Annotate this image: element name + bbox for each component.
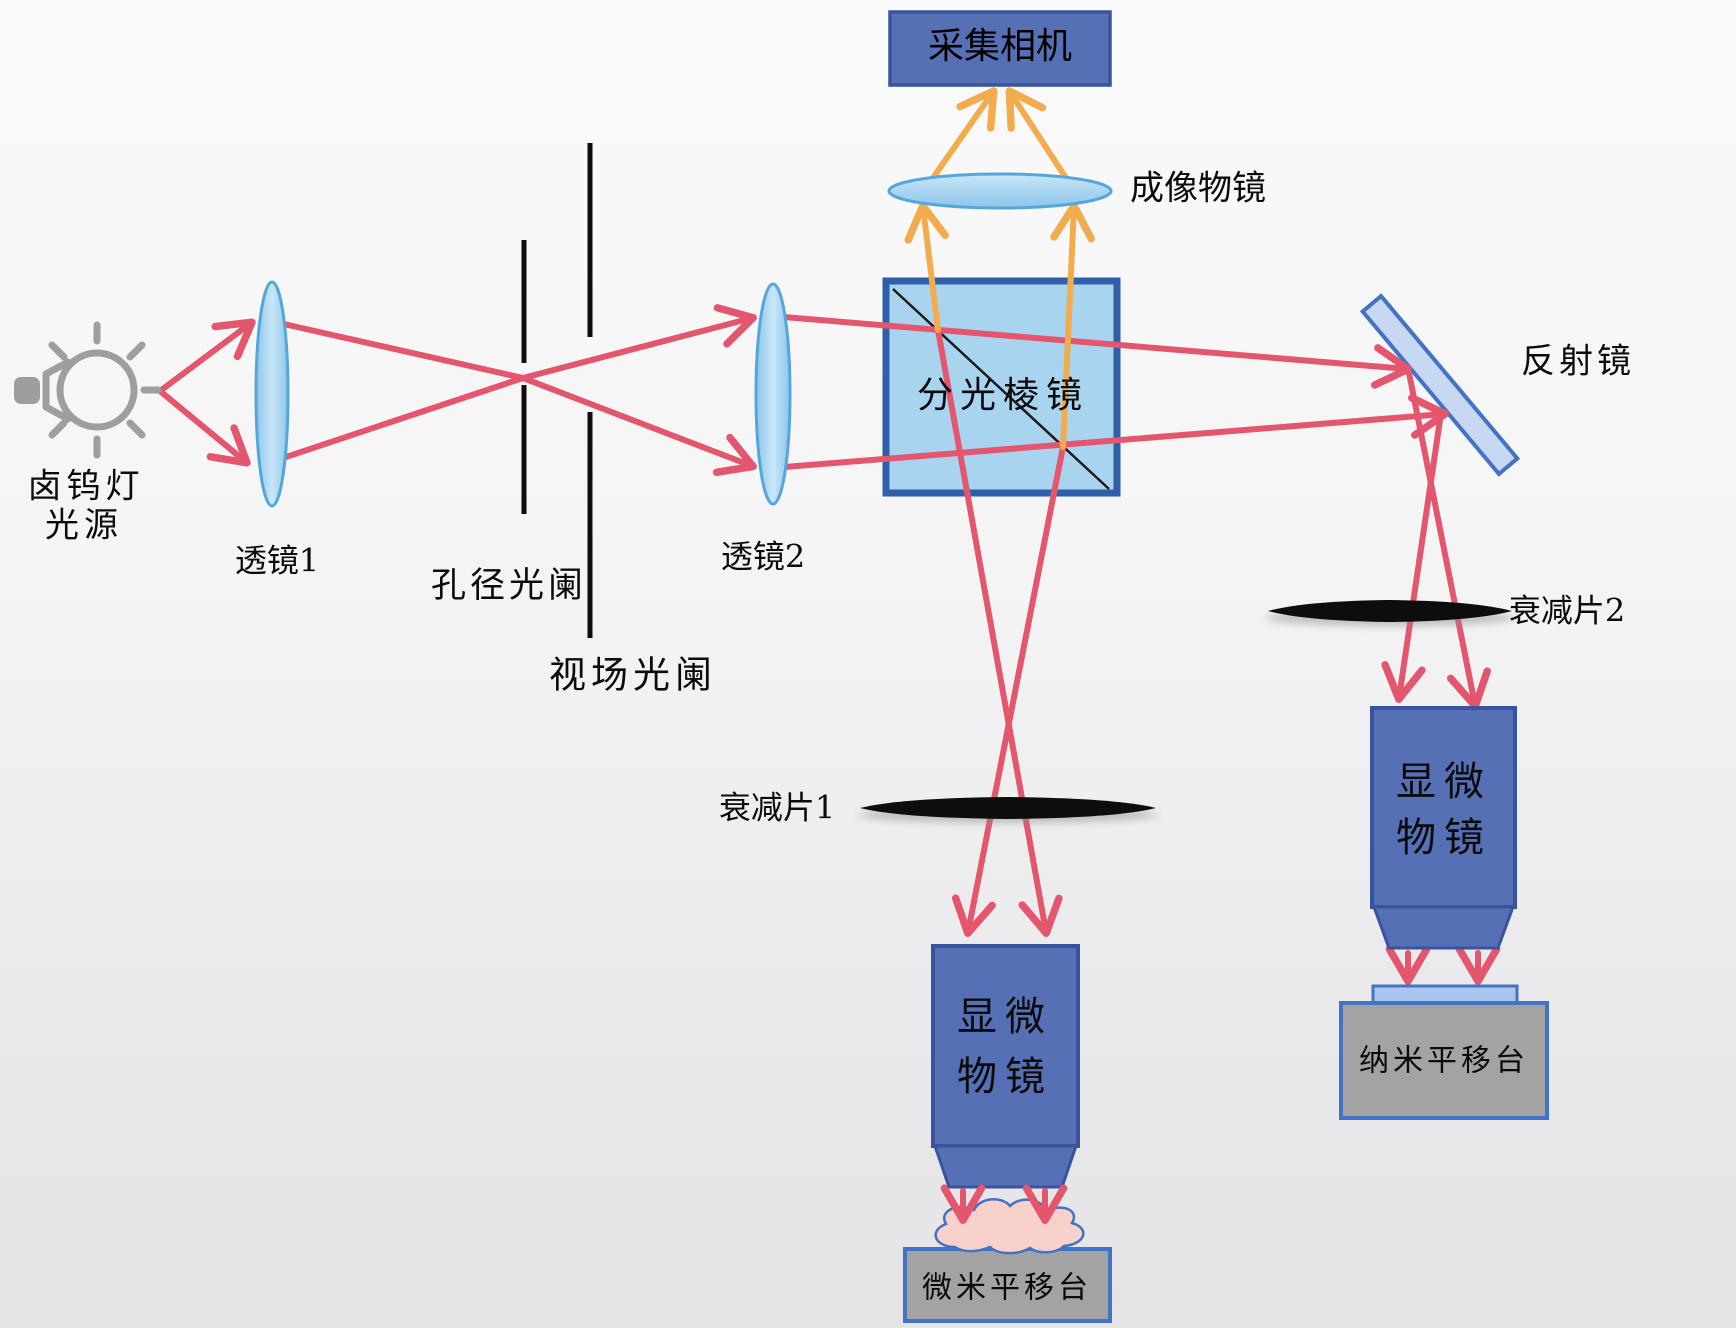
objective-left-nose	[932, 1144, 1079, 1189]
mirror-label: 反射镜	[1521, 341, 1635, 382]
aperture-stop-label: 孔径光阑	[430, 565, 588, 606]
objective-right-label-line2: 物镜	[1396, 815, 1492, 861]
field-stop-label: 视场光阑	[549, 653, 717, 697]
lamp-ray-ticks	[48, 321, 162, 459]
camera-label: 采集相机	[927, 26, 1073, 68]
ray-splitter-up-1	[904, 202, 949, 333]
ray-lens1-to-lens2-up	[259, 304, 757, 468]
lens1-label: 透镜1	[234, 541, 320, 580]
tilted-mirror	[1359, 293, 1521, 477]
nose-to-sample-arrows	[940, 1184, 1068, 1224]
camera-box	[888, 10, 1112, 87]
attenuator1-label: 衰减片1	[718, 788, 836, 827]
red-rays	[157, 304, 1501, 985]
lamp-label-line2: 光源	[45, 505, 123, 546]
ray-lens1-to-lens2-down	[263, 317, 757, 477]
ray-lens2-to-mirror-lower	[769, 313, 1412, 389]
lens1-ellipse	[254, 280, 290, 508]
lamp-label-line1: 卤钨灯	[27, 466, 145, 507]
attenuator2-label: 衰减片2	[1508, 591, 1626, 630]
ray-splitter-up-2	[1050, 202, 1095, 450]
ray-lamp-to-lens1-top	[157, 318, 256, 394]
lens2-label: 透镜2	[720, 537, 806, 576]
ray-lens2-to-mirror-upper	[769, 394, 1449, 471]
light-bulb-icon	[14, 321, 162, 459]
lens2-ellipse	[754, 282, 792, 506]
beamsplitter-diagonal	[892, 288, 1110, 490]
objective-right-nose	[1371, 905, 1516, 950]
imaging-objective-label: 成像物镜	[1130, 168, 1266, 209]
beam-splitter-label: 分光棱镜	[916, 375, 1090, 417]
objective-left-label-line2: 物镜	[957, 1054, 1053, 1100]
ray-lamp-to-lens1-bottom	[157, 388, 251, 467]
attenuator1-sliver	[858, 797, 1158, 823]
nano-stage-label: 纳米平移台	[1359, 1043, 1529, 1079]
objective-right-label-line1: 显微	[1396, 759, 1492, 805]
ray-splitter-down-1	[951, 444, 1066, 937]
ray-mirror-to-objective-left	[1381, 417, 1443, 703]
ray-mirror-to-objective-right	[1406, 370, 1491, 710]
objective-left-label-line1: 显微	[957, 994, 1053, 1040]
imaging-objective-lens	[887, 172, 1113, 210]
micro-stage-label: 微米平移台	[922, 1270, 1092, 1306]
objective-left-box	[931, 944, 1080, 1189]
sample-cloud	[934, 1198, 1085, 1255]
attenuator2-sliver	[1265, 600, 1515, 626]
ray-splitter-down-2	[935, 327, 1063, 937]
nano-stage-box	[1339, 1001, 1549, 1120]
objective-right-box	[1370, 706, 1517, 950]
